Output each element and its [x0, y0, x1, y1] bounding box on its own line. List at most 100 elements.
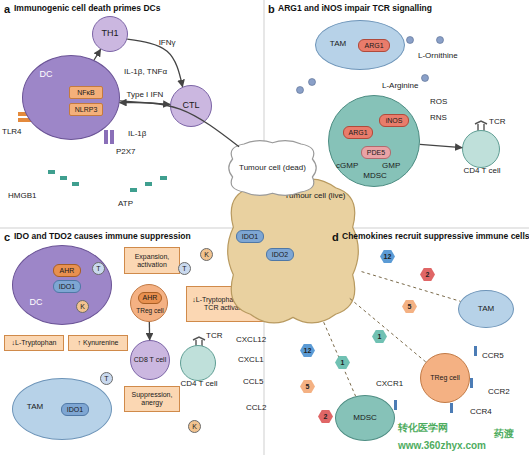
cell-outline-path — [229, 141, 316, 196]
particle — [72, 182, 79, 186]
annotation-label: IL-1β, TNFα — [124, 68, 167, 77]
signal-arrow — [120, 102, 239, 146]
particle — [437, 37, 444, 44]
enzyme-box: IDO1 — [53, 280, 81, 293]
annotation-label: RNS — [430, 114, 447, 123]
signal-arrow — [120, 101, 170, 105]
annotation-label: CCR5 — [482, 352, 504, 361]
node-label: MDSC — [355, 172, 395, 181]
particle — [60, 176, 67, 180]
immune-cell: TAM ARG1 — [315, 20, 405, 70]
immune-cell: CD4 T cell — [180, 345, 216, 381]
panel-letter: b — [268, 3, 275, 15]
annotation-label: CXCL1 — [238, 356, 264, 365]
tumour-cell: Tumour cell (live)IDO1IDO2 — [222, 172, 364, 330]
hmgb1-particles — [48, 170, 167, 192]
annotation-label: CXCL12 — [236, 336, 266, 345]
recruitment-line — [324, 322, 356, 396]
node-label: IDO1 — [242, 233, 258, 241]
annotation-label: TCR — [206, 332, 222, 341]
node-label: TAM — [326, 40, 350, 49]
immune-cell: DC NFκB NLRP3 — [22, 55, 120, 140]
chemokine-symbol: 2 — [420, 268, 435, 281]
receptor-bar — [110, 130, 114, 144]
chemokine-receptors — [394, 346, 477, 413]
node-label: ↑ Kynurenine — [78, 339, 119, 347]
annotation-label: HMGB1 — [8, 192, 36, 201]
immune-cell: CD8 T cell — [130, 340, 170, 380]
receptor-bar — [474, 346, 477, 356]
protein-box: AHR — [138, 292, 162, 304]
signal-arrow — [420, 144, 462, 147]
panel-heading: ARG1 and iNOS impair TCR signalling — [278, 4, 432, 13]
cell-outline-path — [228, 179, 359, 323]
particle — [297, 87, 304, 94]
node-label: DC — [35, 70, 57, 80]
signal-arrow — [149, 322, 151, 340]
signal-arrow — [94, 49, 101, 60]
chemokine-symbol: 2 — [318, 410, 333, 423]
node-label: IDO1 — [67, 406, 83, 414]
annotation-label: CCL2 — [246, 404, 266, 413]
chemokine-symbol: 1 — [335, 356, 350, 369]
chemokine-symbol: 12 — [380, 250, 395, 263]
protein-box: AHR — [53, 264, 81, 277]
node-label: IDO2 — [272, 251, 288, 259]
receptor-bar — [470, 378, 473, 388]
node-label: Tumour cell (dead) — [239, 164, 306, 173]
annotation-label: L-Arginine — [382, 82, 418, 91]
edge-label: IFNγ — [159, 38, 176, 47]
enzyme-box: IDO1 — [236, 230, 264, 243]
node-label: AHR — [143, 294, 158, 302]
node-label: PDE5 — [367, 149, 385, 157]
annotation-label: ATP — [118, 200, 133, 209]
enzyme-box: PDE5 — [361, 146, 391, 159]
annotation-label: L-Ornithine — [418, 52, 458, 61]
watermark: www.360zhyx.com — [398, 440, 486, 451]
p2x7-receptor — [104, 130, 114, 144]
annotation-label: CCL5 — [243, 378, 263, 387]
immune-cell: CD4 T cell — [462, 130, 500, 168]
immune-cell: TAMIDO1 — [12, 378, 112, 440]
particle — [422, 75, 429, 82]
enzyme-box: IDO1 — [61, 403, 89, 416]
node-label: TReg cell — [430, 374, 460, 382]
protein-box: NFκB — [69, 86, 103, 99]
enzyme-box: IDO2 — [266, 248, 294, 261]
node-label: ARG1 — [364, 42, 383, 50]
immune-cell: MDSC — [335, 395, 395, 441]
immune-cell: DCAHRIDO1 — [12, 245, 112, 325]
panel-letter: a — [4, 3, 10, 15]
panel-letter: c — [4, 231, 10, 243]
particle — [160, 176, 167, 180]
note-box: ↓L-Tryptophan — [4, 335, 64, 351]
node-label: NFκB — [77, 89, 95, 97]
annotation-label: CCR2 — [488, 388, 510, 397]
particle — [407, 37, 414, 44]
tumour-cell: Tumour cell (dead) — [225, 138, 320, 198]
chemokine-symbol: 1 — [372, 330, 387, 343]
panel-heading: Chemokines recruit suppressive immune ce… — [342, 232, 529, 241]
annotation-label: IL-1β — [128, 130, 146, 139]
protein-box: NLRP3 — [69, 103, 103, 116]
signal-arrow — [127, 39, 182, 87]
node-label: TAM — [478, 305, 494, 314]
annotation-label: ROS — [430, 98, 447, 107]
node-label: CTL — [182, 101, 199, 111]
annotation-label: CXCR1 — [376, 380, 403, 389]
recruitment-line — [362, 272, 461, 302]
immune-cell: TReg cellAHR — [130, 284, 168, 322]
node-label: ↓L-Tryptophan — [12, 339, 57, 347]
note-box: ↑ Kynurenine — [68, 335, 128, 351]
node-label: Expansion, activation — [125, 253, 179, 268]
recruitment-line — [350, 298, 426, 362]
node-label: MDSC — [353, 414, 377, 423]
enzyme-box: iNOS — [379, 114, 409, 127]
annotation-label: TCR — [489, 118, 505, 127]
molecule-symbol: K — [200, 248, 213, 261]
node-label: AHR — [60, 267, 75, 275]
receptor-bar — [104, 130, 108, 144]
immune-cell: TReg cell — [420, 353, 470, 403]
